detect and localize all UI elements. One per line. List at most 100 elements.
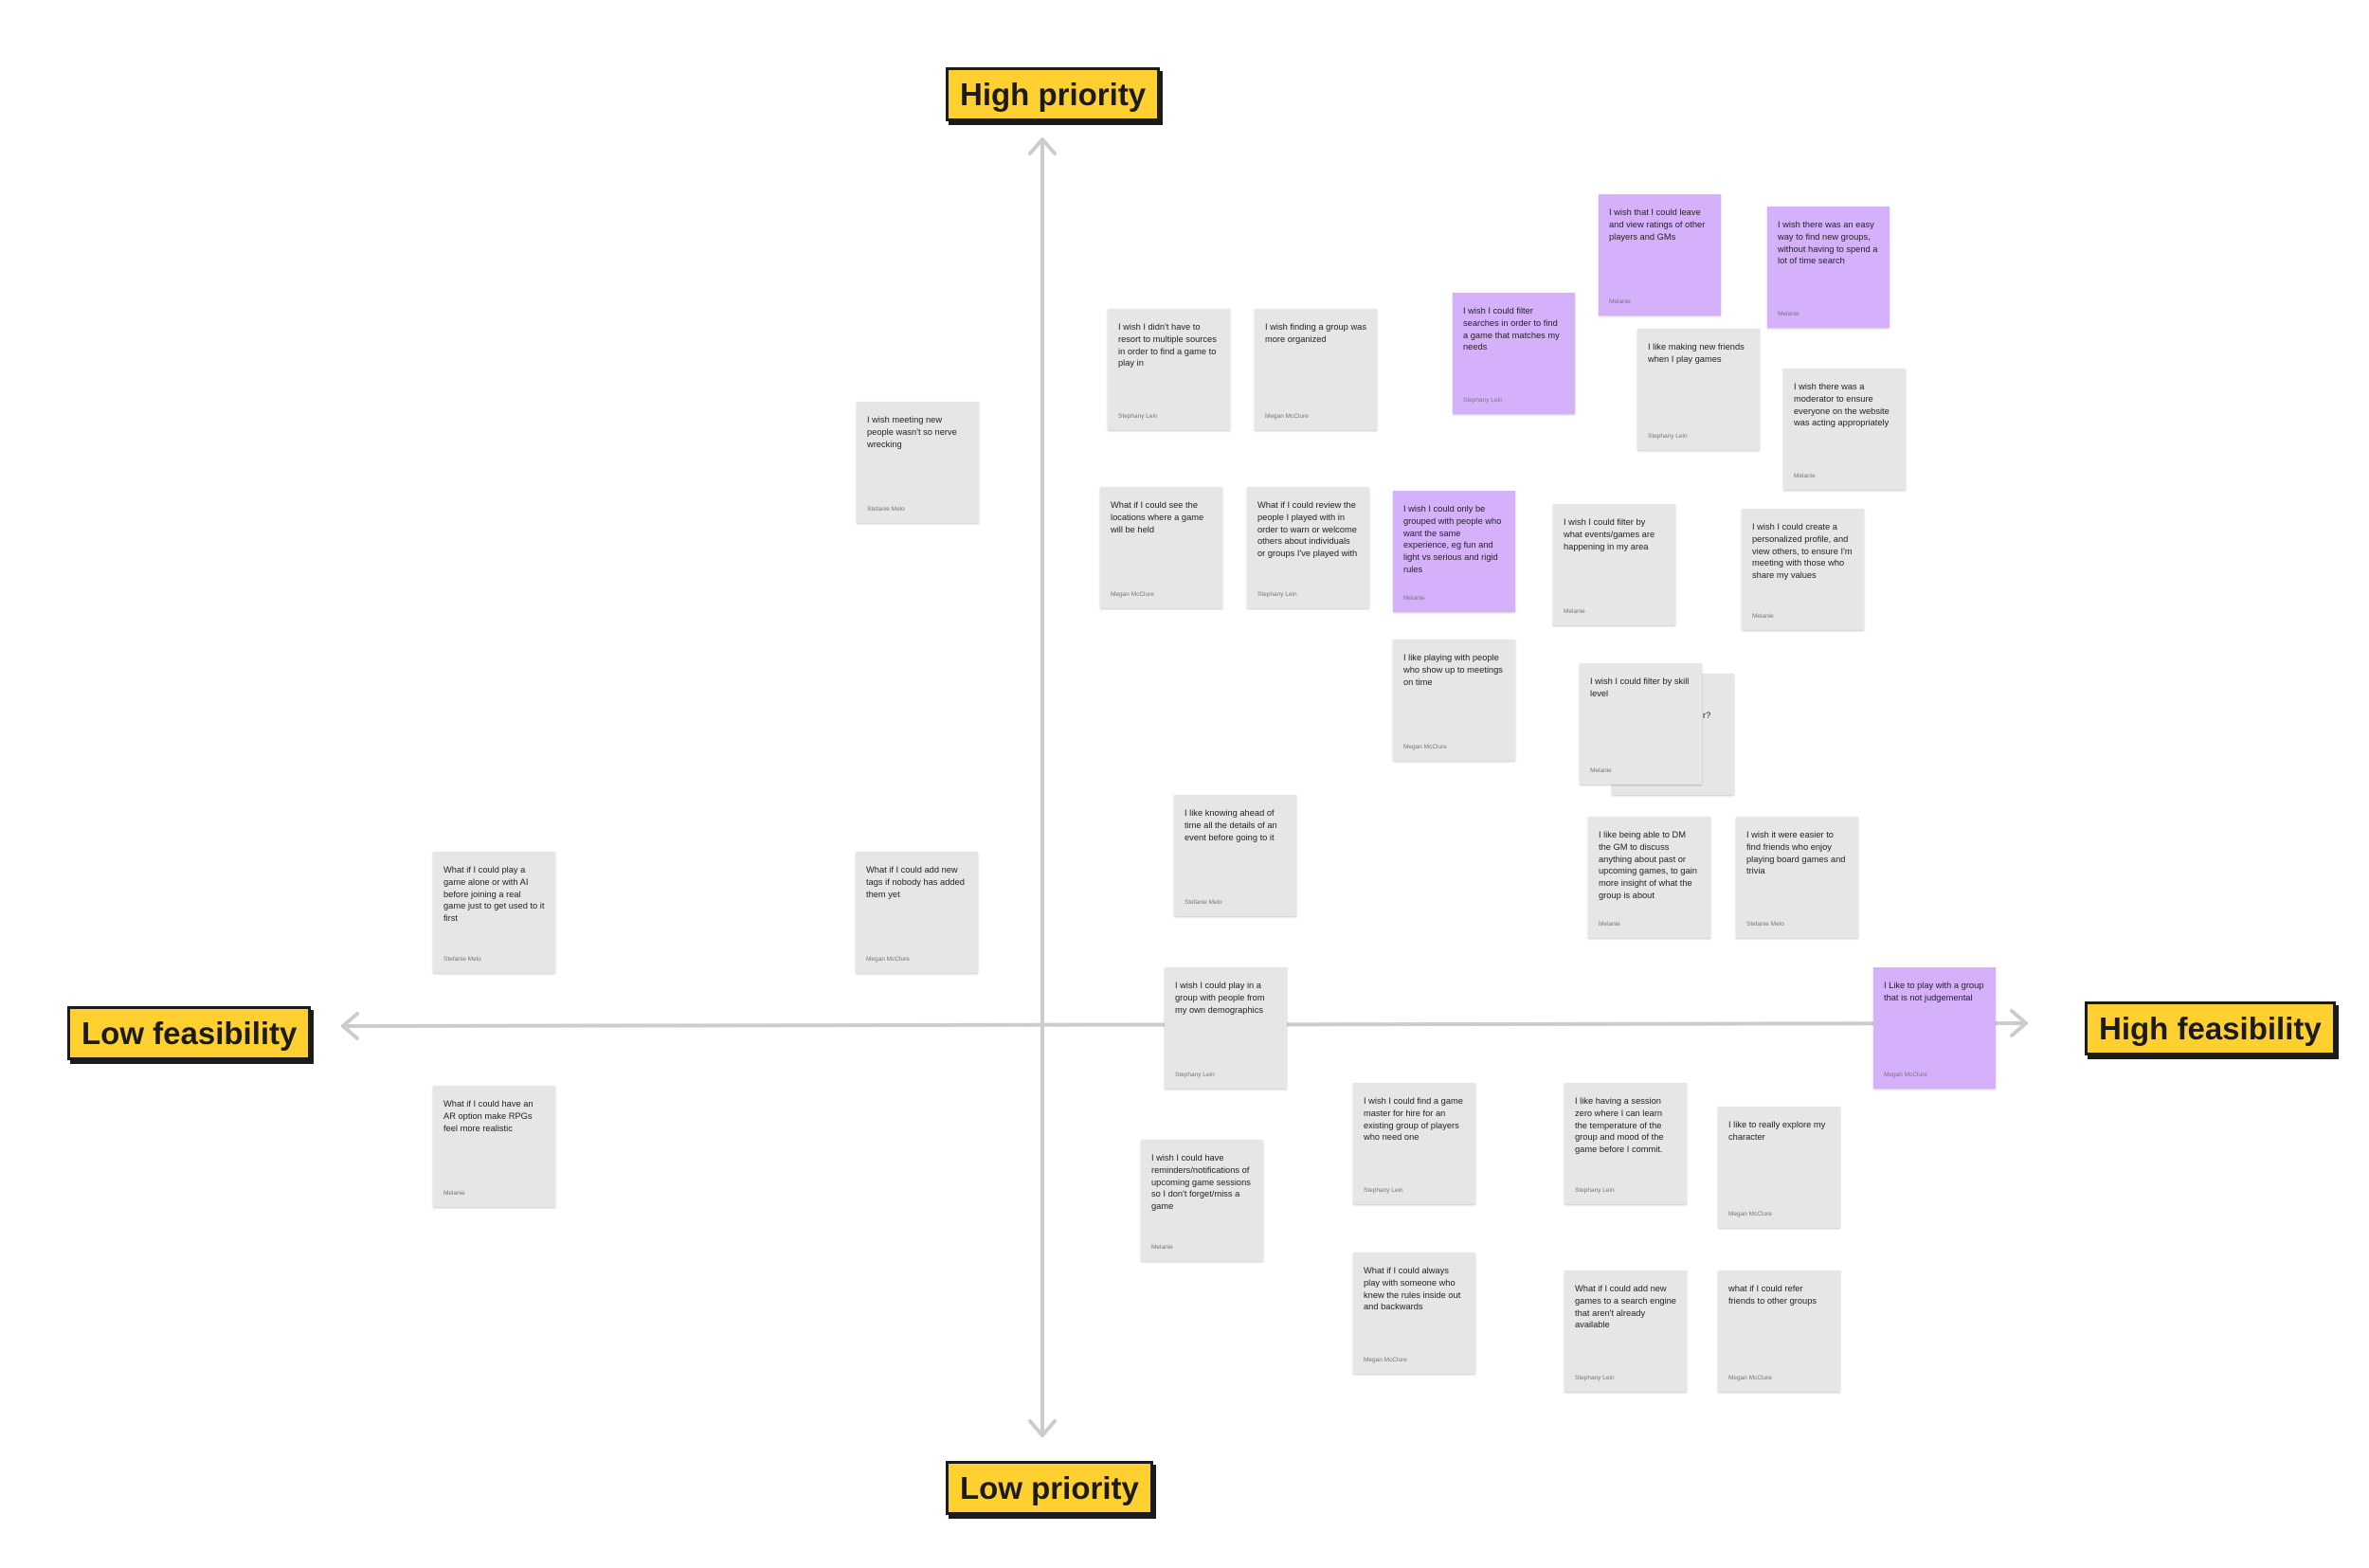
sticky-note-text: What if I could always play with someone… bbox=[1364, 1266, 1461, 1312]
sticky-note-author: Stephany Lein bbox=[1648, 433, 1688, 440]
sticky-note[interactable]: I like playing with people who show up t… bbox=[1393, 640, 1515, 761]
sticky-note-author: Stephany Lein bbox=[1118, 413, 1158, 420]
sticky-note-text: What if I could review the people I play… bbox=[1257, 500, 1358, 559]
sticky-note-text: I wish I could filter searches in order … bbox=[1463, 306, 1560, 352]
low-priority-label: Low priority bbox=[946, 1461, 1153, 1515]
sticky-note-author: Stephany Lein bbox=[1575, 1375, 1615, 1381]
sticky-note-author: Melanie bbox=[1752, 613, 1774, 620]
sticky-note-author: Stephany Lein bbox=[1257, 591, 1297, 598]
sticky-note-author: Megan McClure bbox=[1403, 744, 1447, 750]
sticky-note-author: Melanie bbox=[443, 1190, 465, 1197]
sticky-note-text: I like knowing ahead of time all the det… bbox=[1184, 808, 1277, 842]
sticky-note-author: Stephany Lein bbox=[1175, 1072, 1215, 1078]
sticky-note[interactable]: I wish meeting new people wasn't so nerv… bbox=[857, 402, 979, 523]
sticky-note-author: Stefanie Melo bbox=[1184, 899, 1222, 906]
sticky-note-author: Stefanie Melo bbox=[867, 506, 905, 513]
low-feasibility-label: Low feasibility bbox=[67, 1006, 312, 1060]
sticky-note-text: I wish I could find a game master for hi… bbox=[1364, 1096, 1463, 1143]
sticky-note-text: What if I could see the locations where … bbox=[1111, 500, 1204, 534]
sticky-note[interactable]: I wish finding a group was more organize… bbox=[1255, 309, 1377, 430]
sticky-note[interactable]: what if I could refer friends to other g… bbox=[1718, 1271, 1840, 1392]
sticky-note[interactable]: I Like to play with a group that is not … bbox=[1873, 967, 1996, 1089]
sticky-note-text: r? bbox=[1703, 711, 1711, 720]
sticky-note-text: What if I could have an AR option make R… bbox=[443, 1099, 533, 1133]
sticky-note-author: Melanie bbox=[1590, 767, 1612, 774]
high-feasibility-label: High feasibility bbox=[2085, 1001, 2336, 1055]
sticky-note[interactable]: What if I could review the people I play… bbox=[1247, 487, 1369, 608]
sticky-note[interactable]: What if I could play a game alone or wit… bbox=[433, 852, 555, 973]
sticky-note-author: Megan McClure bbox=[1111, 591, 1154, 598]
sticky-note-text: I Like to play with a group that is not … bbox=[1884, 981, 1984, 1002]
sticky-note-author: Melanie bbox=[1778, 311, 1799, 317]
sticky-note[interactable]: I wish there was a moderator to ensure e… bbox=[1783, 369, 1906, 490]
sticky-note[interactable]: I like making new friends when I play ga… bbox=[1637, 329, 1760, 450]
sticky-note[interactable]: I wish it were easier to find friends wh… bbox=[1736, 817, 1858, 938]
sticky-note-text: I wish I could only be grouped with peop… bbox=[1403, 504, 1502, 575]
sticky-note-author: Melanie bbox=[1609, 298, 1631, 305]
sticky-note[interactable]: What if I could add new tags if nobody h… bbox=[856, 852, 978, 973]
sticky-note-text: What if I could add new games to a searc… bbox=[1575, 1284, 1676, 1330]
sticky-note-text: I like playing with people who show up t… bbox=[1403, 653, 1503, 687]
sticky-note-author: Stefanie Melo bbox=[1746, 921, 1784, 928]
sticky-note-text: I wish I could create a personalized pro… bbox=[1752, 522, 1853, 581]
sticky-note[interactable]: I wish that I could leave and view ratin… bbox=[1599, 194, 1721, 315]
sticky-note-text: what if I could refer friends to other g… bbox=[1728, 1284, 1817, 1306]
sticky-note-author: Megan McClure bbox=[866, 956, 910, 963]
sticky-note-text: I wish finding a group was more organize… bbox=[1265, 322, 1366, 344]
sticky-note[interactable]: I wish I could filter searches in order … bbox=[1453, 293, 1575, 414]
sticky-note[interactable]: I wish I didn't have to resort to multip… bbox=[1108, 309, 1230, 430]
sticky-note-author: Melanie bbox=[1564, 608, 1585, 615]
sticky-note[interactable]: I wish I could only be grouped with peop… bbox=[1393, 491, 1515, 612]
sticky-note-text: I wish there was a moderator to ensure e… bbox=[1794, 382, 1890, 428]
sticky-note-text: I wish I could filter by what events/gam… bbox=[1564, 517, 1655, 551]
sticky-note-author: Stephany Lein bbox=[1575, 1187, 1615, 1194]
sticky-note[interactable]: What if I could add new games to a searc… bbox=[1564, 1271, 1687, 1392]
sticky-note-text: What if I could add new tags if nobody h… bbox=[866, 865, 965, 899]
sticky-note[interactable]: I wish I could filter by what events/gam… bbox=[1553, 504, 1675, 625]
sticky-note[interactable]: I wish I could have reminders/notificati… bbox=[1141, 1140, 1263, 1261]
sticky-note[interactable]: I wish I could create a personalized pro… bbox=[1742, 509, 1864, 630]
sticky-note[interactable]: I wish I could find a game master for hi… bbox=[1353, 1083, 1475, 1204]
sticky-note[interactable]: What if I could have an AR option make R… bbox=[433, 1086, 555, 1207]
sticky-note-text: What if I could play a game alone or wit… bbox=[443, 865, 545, 924]
sticky-note[interactable]: What if I could see the locations where … bbox=[1100, 487, 1222, 608]
sticky-note-author: Stefanie Melo bbox=[443, 956, 481, 963]
sticky-note-text: I like being able to DM the GM to discus… bbox=[1599, 830, 1697, 901]
sticky-note-author: Stephany Lein bbox=[1364, 1187, 1403, 1194]
sticky-note-author: Megan McClure bbox=[1728, 1375, 1772, 1381]
sticky-note-text: I wish it were easier to find friends wh… bbox=[1746, 830, 1846, 876]
sticky-note-text: I wish I could have reminders/notificati… bbox=[1151, 1153, 1251, 1212]
sticky-note-author: Megan McClure bbox=[1884, 1072, 1927, 1078]
right-arrowhead bbox=[2010, 1009, 2028, 1037]
sticky-note-text: I like making new friends when I play ga… bbox=[1648, 342, 1745, 364]
sticky-note-text: I wish I could play in a group with peop… bbox=[1175, 981, 1265, 1015]
sticky-note-text: I like to really explore my character bbox=[1728, 1120, 1826, 1142]
sticky-note-text: I wish I could filter by skill level bbox=[1590, 676, 1690, 698]
sticky-note-author: Stephany Lein bbox=[1463, 397, 1503, 404]
sticky-note-text: I wish I didn't have to resort to multip… bbox=[1118, 322, 1217, 369]
sticky-note-text: I like having a session zero where I can… bbox=[1575, 1096, 1664, 1155]
bottom-arrowhead bbox=[1028, 1419, 1057, 1437]
sticky-note[interactable]: I like having a session zero where I can… bbox=[1564, 1083, 1687, 1204]
sticky-note-author: Megan McClure bbox=[1364, 1357, 1407, 1363]
high-priority-label: High priority bbox=[946, 67, 1161, 121]
left-arrowhead bbox=[341, 1012, 359, 1040]
sticky-note-text: I wish meeting new people wasn't so nerv… bbox=[867, 415, 957, 449]
top-arrowhead bbox=[1028, 137, 1057, 155]
sticky-note-author: Melanie bbox=[1794, 473, 1816, 479]
sticky-note[interactable]: I wish I could play in a group with peop… bbox=[1165, 967, 1287, 1089]
sticky-note-author: Megan McClure bbox=[1728, 1211, 1772, 1217]
sticky-note-author: Melanie bbox=[1599, 921, 1620, 928]
sticky-note[interactable]: What if I could always play with someone… bbox=[1353, 1253, 1475, 1374]
sticky-note[interactable]: I wish there was an easy way to find new… bbox=[1767, 207, 1890, 328]
sticky-note-author: Melanie bbox=[1151, 1244, 1173, 1251]
sticky-note-text: I wish there was an easy way to find new… bbox=[1778, 220, 1878, 266]
sticky-note[interactable]: I like knowing ahead of time all the det… bbox=[1174, 795, 1296, 916]
sticky-note[interactable]: I like being able to DM the GM to discus… bbox=[1588, 817, 1710, 938]
sticky-note-author: Melanie bbox=[1403, 595, 1425, 602]
sticky-note-author: Megan McClure bbox=[1265, 413, 1309, 420]
sticky-note-text: I wish that I could leave and view ratin… bbox=[1609, 207, 1706, 242]
